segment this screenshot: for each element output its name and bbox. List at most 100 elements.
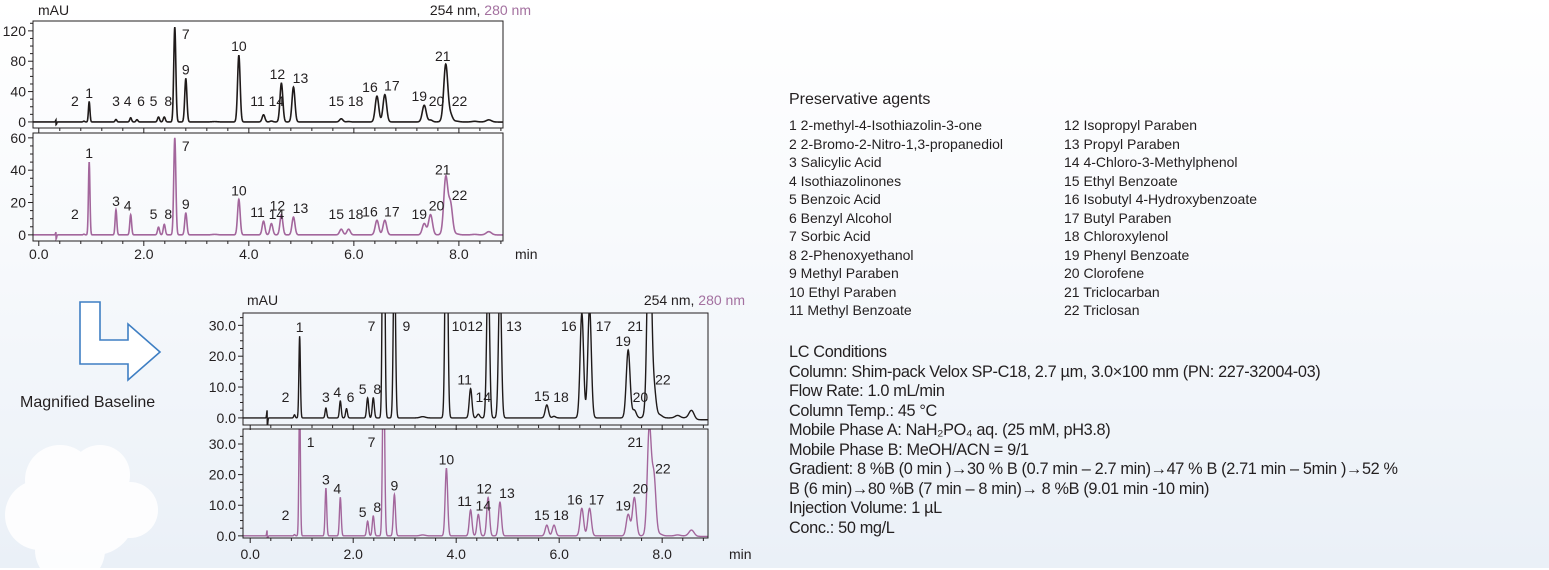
- peak-label-3: 3: [112, 193, 120, 209]
- peak-label-8: 8: [373, 381, 381, 397]
- peak-label-19: 19: [615, 333, 631, 349]
- list-item: 6 Benzyl Alcohol: [789, 209, 892, 226]
- peak-label-7: 7: [182, 138, 190, 154]
- x-tick-label: 4.0: [239, 246, 259, 262]
- peak-label-2: 2: [71, 93, 79, 109]
- peak-label-14: 14: [476, 389, 492, 405]
- peak-label-20: 20: [633, 389, 649, 405]
- list-item: Mobile Phase A: NaH₂PO₄ aq. (25 mM, pH3.…: [789, 421, 1111, 439]
- y-tick-label: 40: [10, 162, 26, 178]
- list-item: 14 4-Chloro-3-Methylphenol: [1064, 154, 1238, 170]
- peak-label-14: 14: [269, 206, 285, 222]
- list-item: 9 Methyl Paraben: [789, 265, 899, 281]
- peak-label-10: 10: [452, 318, 468, 334]
- peak-label-8: 8: [164, 93, 172, 109]
- peak-label-3: 3: [322, 389, 330, 405]
- peak-label-22: 22: [655, 461, 671, 477]
- list-item: 18 Chloroxylenol: [1064, 228, 1169, 244]
- peak-label-14: 14: [269, 93, 285, 109]
- peak-label-8: 8: [164, 206, 172, 222]
- y-tick-label: 20.0: [209, 467, 236, 483]
- peak-label-22: 22: [452, 187, 468, 203]
- peak-label-12: 12: [270, 66, 286, 82]
- lc-conditions: LC Conditions Column: Shim-pack Velox SP…: [789, 343, 1398, 537]
- x-unit-label: min: [729, 546, 752, 562]
- peak-label-3: 3: [322, 471, 330, 487]
- y-tick-label: 20: [10, 195, 26, 211]
- x-tick-label: 8.0: [652, 546, 672, 562]
- peak-label-3: 3: [112, 93, 120, 109]
- peak-label-11: 11: [250, 93, 265, 109]
- peak-label-22: 22: [452, 93, 468, 109]
- peak-label-12: 12: [476, 481, 492, 497]
- list-item: 5 Benzoic Acid: [789, 191, 881, 207]
- peak-label-15: 15: [534, 388, 550, 404]
- x-tick-label: 2.0: [343, 546, 363, 562]
- peak-label-5: 5: [359, 381, 367, 397]
- list-item: Injection Volume: 1 µL: [789, 499, 942, 517]
- list-item: Mobile Phase B: MeOH/ACN = 9/1: [789, 440, 1029, 459]
- preservatives-title: Preservative agents: [789, 91, 931, 108]
- peak-label-9: 9: [182, 196, 190, 212]
- list-item: 16 Isobutyl 4-Hydroxybenzoate: [1064, 191, 1257, 207]
- peak-label-19: 19: [615, 497, 631, 513]
- peak-label-9: 9: [402, 318, 410, 334]
- peak-label-17: 17: [384, 78, 400, 94]
- peak-label-10: 10: [231, 38, 247, 54]
- y-tick-label: 40: [10, 84, 26, 100]
- y-tick-label: 80: [10, 53, 26, 69]
- trace-254-nm: [33, 26, 503, 127]
- peak-label-13: 13: [506, 318, 522, 334]
- peak-label-9: 9: [390, 478, 398, 494]
- list-item: Gradient: 8 %B (0 min )→30 % B (0.7 min …: [789, 460, 1398, 478]
- list-item: 22 Triclosan: [1064, 302, 1140, 318]
- arrow-icon: [79, 301, 162, 382]
- plot-frame: [32, 132, 504, 242]
- magnified-baseline-caption: Magnified Baseline: [20, 394, 155, 411]
- y-tick-label: 0.0: [217, 410, 237, 426]
- peak-label-17: 17: [596, 318, 612, 334]
- x-tick-label: 4.0: [446, 546, 466, 562]
- peak-label-20: 20: [429, 198, 445, 214]
- y-tick-label: 0: [18, 114, 26, 130]
- peak-label-10: 10: [231, 182, 247, 198]
- legend-280: 280 nm: [698, 292, 745, 308]
- peak-label-5: 5: [150, 206, 158, 222]
- peak-label-18: 18: [348, 93, 364, 109]
- peak-label-4: 4: [333, 384, 341, 400]
- list-item: 21 Triclocarban: [1064, 283, 1160, 300]
- peak-label-11: 11: [250, 204, 265, 220]
- peak-label-9: 9: [182, 62, 190, 78]
- peak-label-18: 18: [348, 206, 364, 222]
- y-unit-label: mAU: [38, 2, 69, 18]
- peak-label-22: 22: [655, 372, 671, 388]
- list-item: 11 Methyl Benzoate: [789, 302, 912, 318]
- list-item: Flow Rate: 1.0 mL/min: [789, 382, 945, 400]
- peak-label-21: 21: [628, 434, 644, 450]
- legend-280: 280 nm: [484, 2, 531, 18]
- y-tick-label: 30.0: [209, 436, 236, 452]
- peak-label-1: 1: [296, 319, 304, 335]
- peak-label-7: 7: [368, 318, 376, 334]
- y-tick-label: 10.0: [209, 497, 236, 513]
- peak-label-7: 7: [182, 26, 190, 42]
- peak-label-21: 21: [628, 318, 644, 334]
- peak-label-2: 2: [282, 389, 290, 405]
- lc-conditions-title: LC Conditions: [789, 343, 887, 361]
- peak-label-2: 2: [71, 206, 79, 222]
- trace-254-nm: [243, 313, 708, 425]
- list-item: 10 Ethyl Paraben: [789, 283, 897, 300]
- peak-label-11: 11: [457, 493, 472, 509]
- x-tick-label: 0.0: [29, 246, 49, 262]
- peak-label-17: 17: [384, 203, 400, 219]
- y-tick-label: 30.0: [209, 317, 236, 333]
- peak-label-7: 7: [368, 434, 376, 450]
- cloud-decoration: [5, 445, 158, 570]
- list-item: 15 Ethyl Benzoate: [1064, 172, 1178, 189]
- list-item: 4 Isothiazolinones: [789, 172, 902, 189]
- plot-frame: [242, 428, 709, 539]
- list-item: 1 2-methyl-4-Isothiazolin-3-one: [789, 117, 982, 133]
- list-item: 7 Sorbic Acid: [789, 228, 871, 244]
